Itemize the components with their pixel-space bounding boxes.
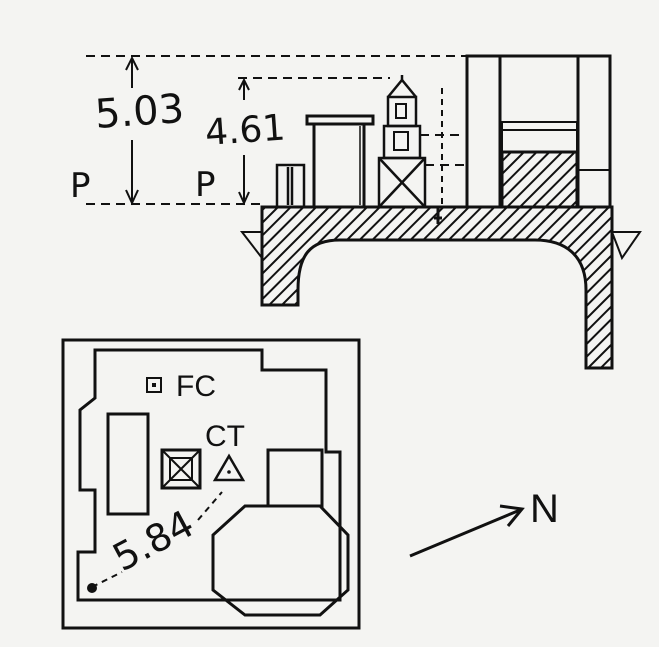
survey-mark — [430, 88, 450, 224]
dimension-arrows — [125, 55, 250, 206]
plan-frame — [61, 338, 361, 630]
dimension-lines — [86, 55, 467, 205]
fc-marker — [146, 377, 162, 393]
plan-view: FC CT 5.84 — [61, 338, 361, 630]
square-building — [266, 448, 324, 508]
point-label-outer: P — [70, 166, 91, 206]
site-outline — [76, 348, 342, 602]
point-label-inner: P — [195, 165, 216, 205]
elevation-view: 5.03 4.61 P P — [70, 54, 642, 370]
arrow-head-icon — [499, 504, 525, 527]
dimension-inner-label: 4.61 — [204, 107, 287, 153]
tower — [377, 75, 427, 209]
distance-line — [91, 571, 123, 588]
right-support — [610, 231, 642, 261]
north-label: N — [530, 487, 559, 531]
north-arrow: N — [409, 487, 559, 558]
tower-plan — [160, 448, 202, 490]
ct-label: CT — [205, 420, 245, 453]
deck-structure — [260, 205, 614, 370]
octagon-building — [211, 504, 350, 617]
tall-building — [465, 54, 612, 209]
block-building — [305, 114, 375, 209]
long-building — [106, 412, 150, 516]
shed — [275, 163, 306, 209]
origin-point — [87, 583, 97, 593]
dimension-outer-label: 5.03 — [93, 86, 185, 138]
left-support — [239, 231, 263, 261]
ct-marker — [212, 453, 246, 482]
fc-label: FC — [176, 370, 216, 403]
